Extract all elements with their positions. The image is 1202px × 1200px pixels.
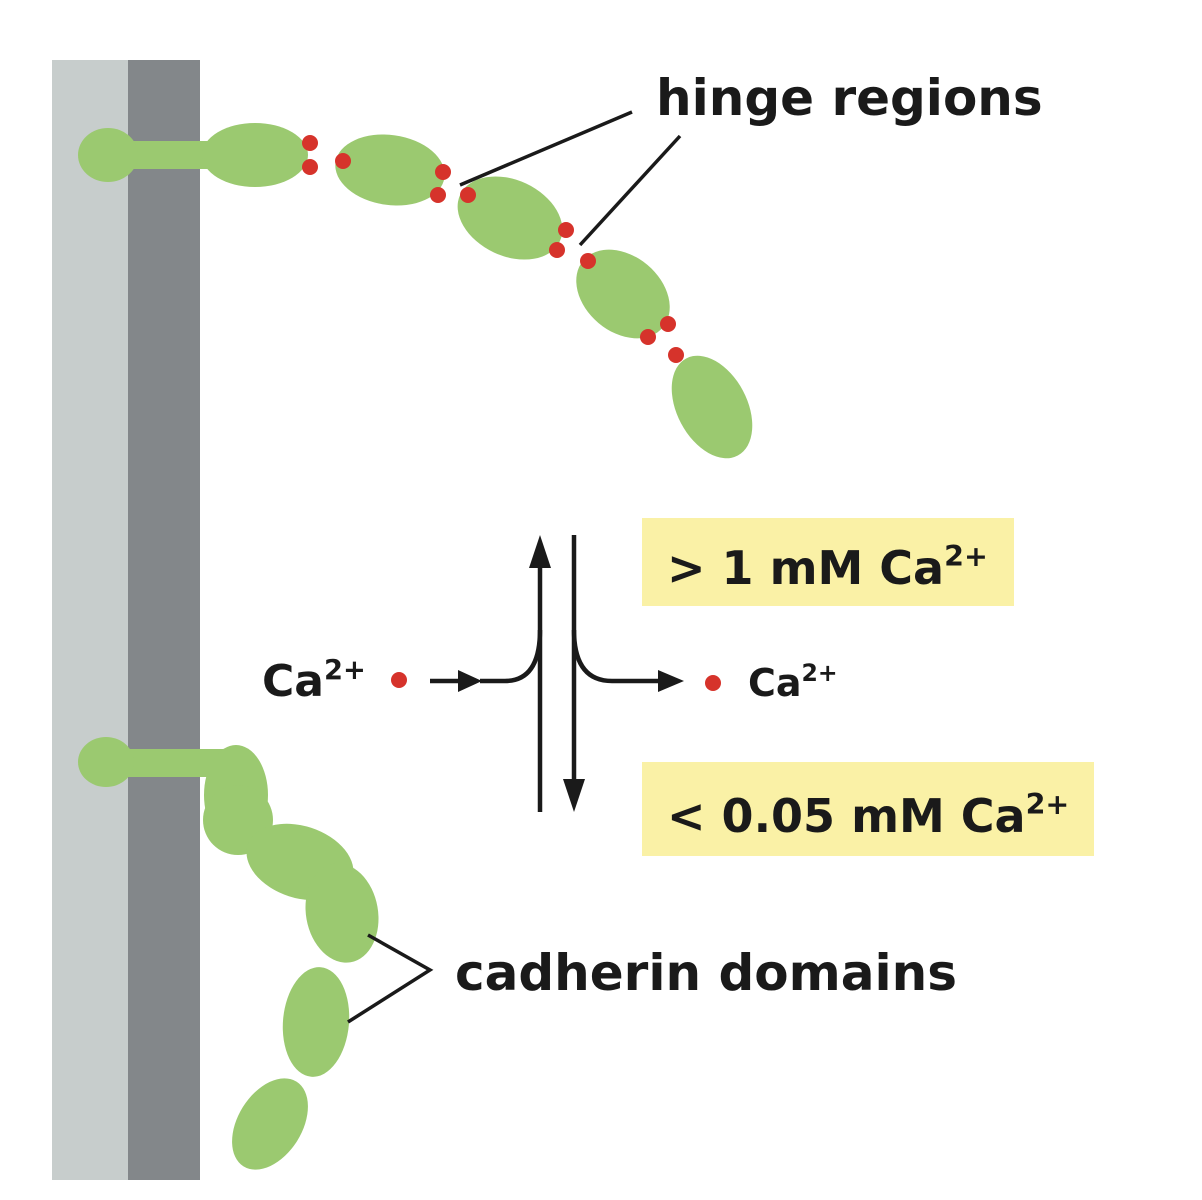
calcium-ion (391, 672, 407, 688)
calcium-ion (558, 222, 574, 238)
calcium-ion (668, 347, 684, 363)
calcium-ion (335, 153, 351, 169)
cadherin-domain (232, 1078, 308, 1170)
leader-line (578, 134, 682, 247)
calcium-ion (435, 164, 451, 180)
calcium-ion (302, 135, 318, 151)
condition-box (642, 762, 1094, 856)
calcium-ion (549, 242, 565, 258)
bracket-line (347, 933, 434, 1024)
cadherin-rigid (78, 123, 753, 459)
cadherin-anchor (78, 737, 134, 787)
membrane-outer-layer (52, 60, 128, 1180)
bound-calcium-ions (302, 135, 684, 363)
outgoing-arrow-curve (571, 629, 660, 684)
cadherin-anchor (78, 128, 138, 182)
calcium-label-left: Ca2+ (262, 655, 366, 707)
outgoing-arrow-head (658, 670, 684, 692)
cadherin-domains-label: cadherin domains (455, 944, 957, 1002)
free-calcium-left: Ca2+ (262, 655, 407, 707)
calcium-ion (302, 159, 318, 175)
up-arrow-head (529, 535, 551, 568)
free-calcium-right: Ca2+ (705, 659, 838, 705)
calcium-ion (640, 329, 656, 345)
low-calcium-label: < 0.05 mM Ca2+ (667, 788, 1069, 843)
hinge-regions-callout: hinge regions (459, 69, 1043, 247)
membrane-inner-layer (128, 60, 200, 1180)
cadherin-domain (282, 967, 350, 1077)
calcium-ion (460, 187, 476, 203)
high-calcium-label: > 1 mM Ca2+ (667, 540, 988, 595)
calcium-label-right: Ca2+ (748, 659, 838, 705)
equilibrium-arrows (430, 535, 684, 812)
calcium-ion (705, 675, 721, 691)
leader-line (459, 110, 633, 187)
calcium-ion (430, 187, 446, 203)
calcium-ion (660, 316, 676, 332)
cadherin-domain (305, 863, 379, 963)
cadherin-floppy (78, 737, 379, 1170)
cadherin-domain (576, 249, 670, 339)
incoming-arrow-curve (480, 629, 543, 684)
cadherin-domain (671, 355, 753, 459)
hinge-regions-label: hinge regions (656, 69, 1043, 127)
cadherin-domain (202, 123, 308, 187)
condition-box (642, 518, 1014, 606)
high-calcium-condition: > 1 mM Ca2+ (642, 518, 1014, 606)
cadherin-domains-callout: cadherin domains (347, 933, 957, 1024)
cadherin-domain (457, 176, 563, 260)
incoming-arrow-head (458, 670, 482, 692)
cell-membrane (52, 60, 200, 1180)
low-calcium-condition: < 0.05 mM Ca2+ (642, 762, 1094, 856)
down-arrow-head (563, 779, 585, 812)
calcium-ion (580, 253, 596, 269)
cadherin-domain (335, 134, 445, 206)
